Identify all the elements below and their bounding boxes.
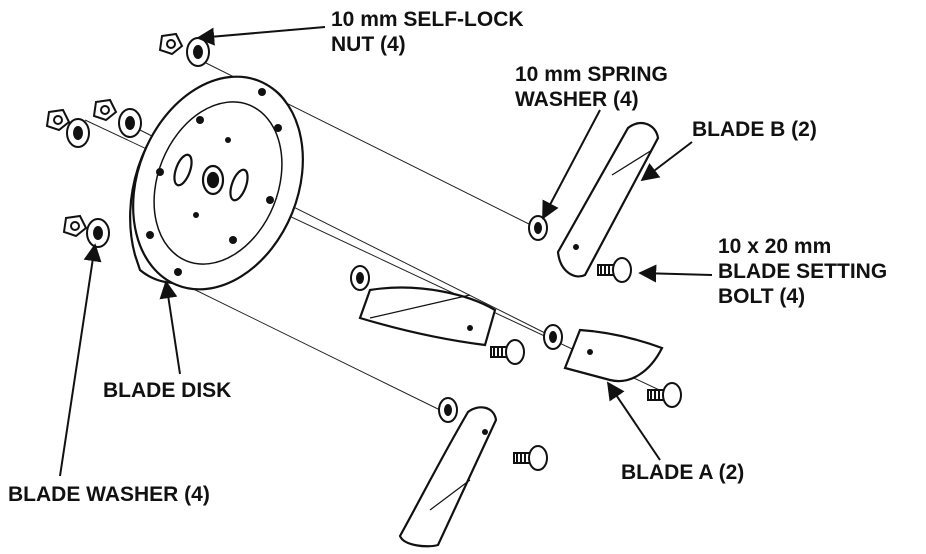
arrow-blade-a [606,381,661,461]
blade-b-upper [556,121,660,278]
arrow-blade-washer [59,243,102,477]
blade-disk-part [129,75,304,291]
setting-bolts [490,257,682,471]
blade-a-center [358,286,497,347]
arrow-self-lock-nut [196,26,326,46]
arrow-blade-b [640,141,693,182]
arrow-blade-disk [159,280,181,375]
spring-washers [350,215,563,423]
label-setting-bolt: 10 x 20 mm BLADE SETTING BOLT (4) [718,235,888,308]
blade-a-right [563,328,664,383]
label-spring-washer: 10 mm SPRING WASHER (4) [515,63,668,111]
arrow-spring-washer [542,109,601,220]
label-blade-a: BLADE A (2) [621,461,745,484]
label-blade-disk: BLADE DISK [103,379,232,402]
leader-arrows [59,26,713,477]
label-blade-b: BLADE B (2) [692,118,817,141]
arrow-setting-bolt [638,264,713,283]
label-self-lock-nut: 10 mm SELF-LOCK NUT (4) [331,8,524,56]
label-blade-washer: BLADE WASHER (4) [8,483,210,506]
blade-b-lower [398,406,498,548]
